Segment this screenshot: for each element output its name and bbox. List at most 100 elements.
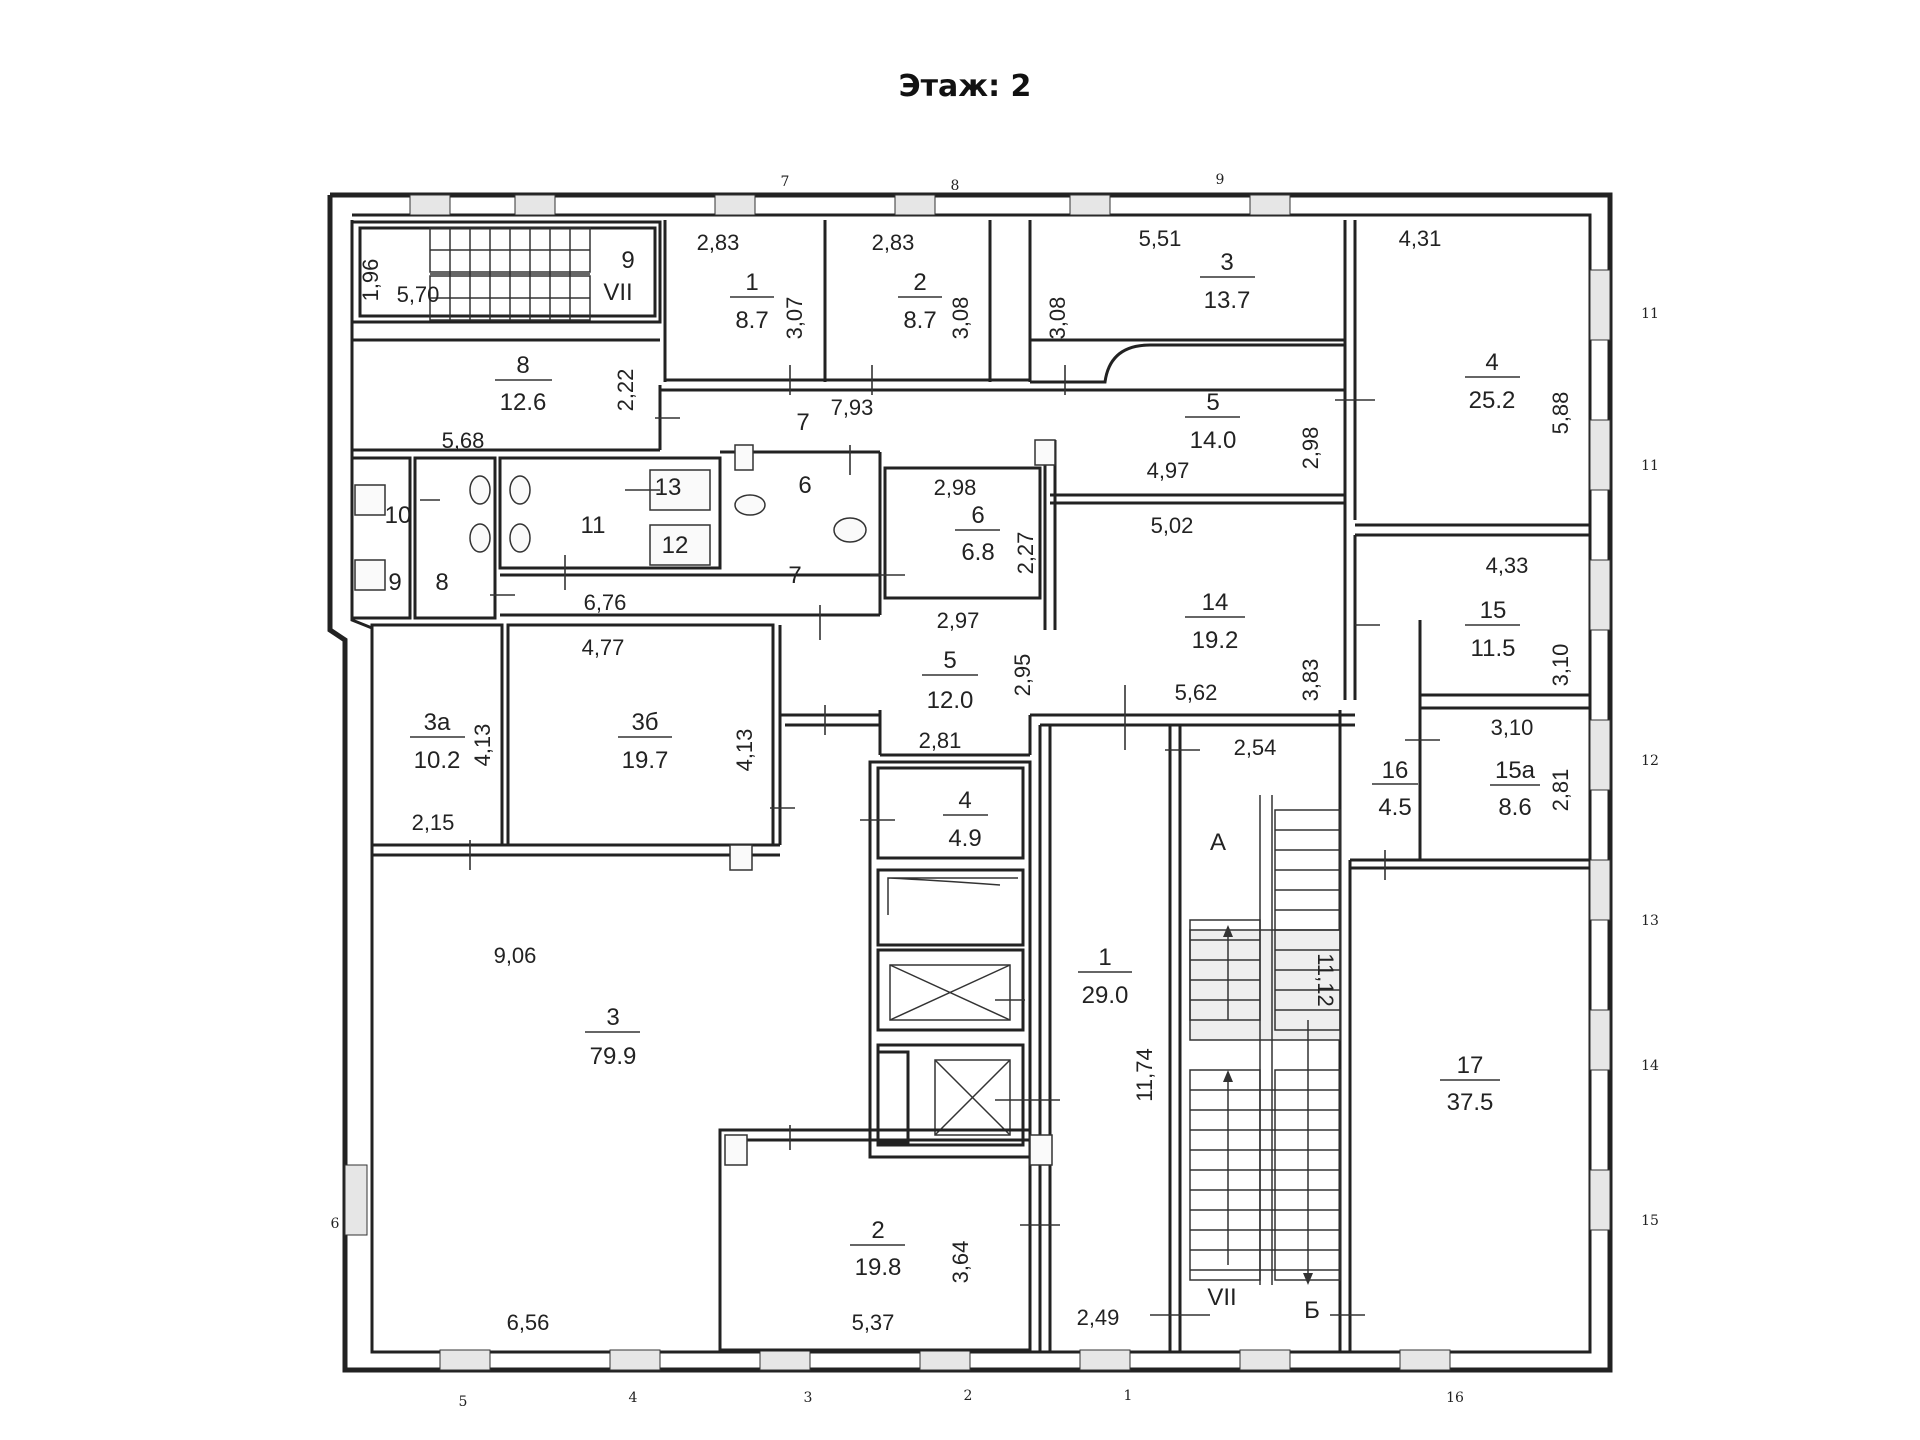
stair-top-left — [429, 227, 591, 321]
axis-4: 4 — [629, 1390, 638, 1406]
room-15a-number: 15а — [1495, 757, 1536, 784]
sanitary-fixtures — [354, 444, 867, 591]
dim-4-31: 4,31 — [1399, 226, 1442, 251]
stair-main — [1189, 795, 1341, 1285]
dim-5-37: 5,37 — [852, 1310, 895, 1335]
dim-5-51: 5,51 — [1139, 226, 1182, 251]
axis-16: 16 — [1446, 1390, 1464, 1406]
axis-8: 8 — [951, 178, 960, 194]
room-1-top-number: 1 — [745, 269, 758, 296]
room-1-top-area: 8.7 — [735, 307, 768, 334]
room-16-number: 16 — [1382, 757, 1409, 784]
dim-5-70: 5,70 — [397, 282, 440, 307]
dim-2-15: 2,15 — [412, 810, 455, 835]
dim-9-06: 9,06 — [494, 943, 537, 968]
room-2-bottom-area: 19.8 — [855, 1254, 902, 1281]
dimension-labels: 1,96 5,70 2,83 3,07 2,83 3,08 5,51 3,08 … — [358, 226, 1573, 1335]
axis-9: 9 — [1216, 172, 1225, 188]
room-9-wc-number: 9 — [388, 569, 401, 596]
dim-2-22: 2,22 — [613, 369, 638, 412]
room-4-small-number: 4 — [958, 787, 971, 814]
dim-11-74: 11,74 — [1132, 1048, 1157, 1101]
dim-7-93: 7,93 — [831, 395, 874, 420]
room-2-bottom-number: 2 — [871, 1217, 884, 1244]
dim-3-08-a: 3,08 — [948, 297, 973, 340]
room-4-area: 25.2 — [1469, 387, 1516, 414]
dim-3-83: 3,83 — [1298, 659, 1323, 702]
dim-2-81-b: 2,81 — [1548, 769, 1573, 812]
room-8-wc-number: 8 — [435, 569, 448, 596]
room-5-top-number: 5 — [1206, 389, 1219, 416]
room-12-number: 12 — [662, 532, 689, 559]
room-10-number: 10 — [385, 502, 412, 529]
room-4-number: 4 — [1485, 349, 1498, 376]
axis-5: 5 — [459, 1394, 468, 1410]
room-labels: 9 VII 1 8.7 2 8.7 3 13.7 4 25.2 8 12.6 7… — [385, 247, 1540, 1324]
axis-13: 13 — [1641, 913, 1659, 929]
dim-3-08-b: 3,08 — [1045, 297, 1070, 340]
floor-title: Этаж: 2 — [899, 69, 1032, 104]
room-2-top-area: 8.7 — [903, 307, 936, 334]
room-14-area: 19.2 — [1192, 627, 1239, 654]
dim-3-07: 3,07 — [782, 297, 807, 340]
dim-2-95: 2,95 — [1010, 654, 1035, 697]
dim-2-81-a: 2,81 — [919, 728, 962, 753]
room-6-area: 6.8 — [961, 539, 994, 566]
room-15a-area: 8.6 — [1498, 794, 1531, 821]
axis-7: 7 — [781, 174, 790, 190]
room-15-area: 11.5 — [1471, 635, 1516, 662]
dim-5-02: 5,02 — [1151, 513, 1194, 538]
dim-4-33: 4,33 — [1486, 553, 1529, 578]
room-1-hall-area: 29.0 — [1082, 982, 1129, 1009]
axis-labels: 7 8 9 11 11 12 13 14 15 16 1 2 3 4 5 6 — [331, 172, 1659, 1410]
stair-a-label: А — [1210, 829, 1226, 856]
dim-2-98-a: 2,98 — [1298, 427, 1323, 470]
dim-2-97: 2,97 — [937, 608, 980, 633]
room-7-corridor-number: 7 — [796, 409, 809, 436]
stair-b-label: Б — [1304, 1297, 1320, 1324]
dim-2-83-b: 2,83 — [872, 230, 915, 255]
room-9-stair-number: 9 — [621, 247, 634, 274]
dim-2-98-b: 2,98 — [934, 475, 977, 500]
dim-4-13-b: 4,13 — [732, 729, 757, 772]
room-6-wc-number: 6 — [798, 472, 811, 499]
axis-15: 15 — [1641, 1213, 1659, 1229]
room-5-top-area: 14.0 — [1190, 427, 1237, 454]
dim-5-62: 5,62 — [1175, 680, 1218, 705]
dim-6-56: 6,56 — [507, 1310, 550, 1335]
axis-3: 3 — [804, 1390, 813, 1406]
room-14-number: 14 — [1202, 589, 1229, 616]
room-9-stair-extra: VII — [603, 279, 632, 306]
room-17-area: 37.5 — [1447, 1089, 1494, 1116]
room-1-hall-number: 1 — [1098, 944, 1111, 971]
axis-14: 14 — [1641, 1058, 1659, 1074]
room-4-small-area: 4.9 — [948, 825, 981, 852]
interior-walls — [350, 220, 1590, 1352]
axis-12: 12 — [1641, 753, 1659, 769]
dim-4-13-a: 4,13 — [470, 724, 495, 767]
room-3-top-area: 13.7 — [1204, 287, 1251, 314]
room-5-mid-area: 12.0 — [927, 687, 974, 714]
room-13-number: 13 — [655, 474, 682, 501]
room-11-number: 11 — [581, 512, 606, 539]
room-6-number: 6 — [971, 502, 984, 529]
room-3b-number: 3б — [631, 709, 658, 736]
axis-11b: 11 — [1641, 458, 1659, 474]
dim-2-49: 2,49 — [1077, 1305, 1120, 1330]
room-15-number: 15 — [1480, 597, 1507, 624]
stair-vii-label: VII — [1207, 1284, 1236, 1311]
axis-6: 6 — [331, 1216, 340, 1232]
dim-2-83-a: 2,83 — [697, 230, 740, 255]
dim-5-68: 5,68 — [442, 428, 485, 453]
room-3a-area: 10.2 — [414, 747, 461, 774]
axis-1: 1 — [1124, 1388, 1133, 1404]
stair-arrows — [1223, 925, 1313, 1285]
dim-4-77: 4,77 — [582, 635, 625, 660]
door-ticks — [420, 365, 1440, 1316]
room-8-number: 8 — [516, 352, 529, 379]
room-8-area: 12.6 — [500, 389, 547, 416]
room-3-large-number: 3 — [606, 1004, 619, 1031]
room-7-lower-number: 7 — [788, 562, 801, 589]
dim-3-10-b: 3,10 — [1491, 715, 1534, 740]
